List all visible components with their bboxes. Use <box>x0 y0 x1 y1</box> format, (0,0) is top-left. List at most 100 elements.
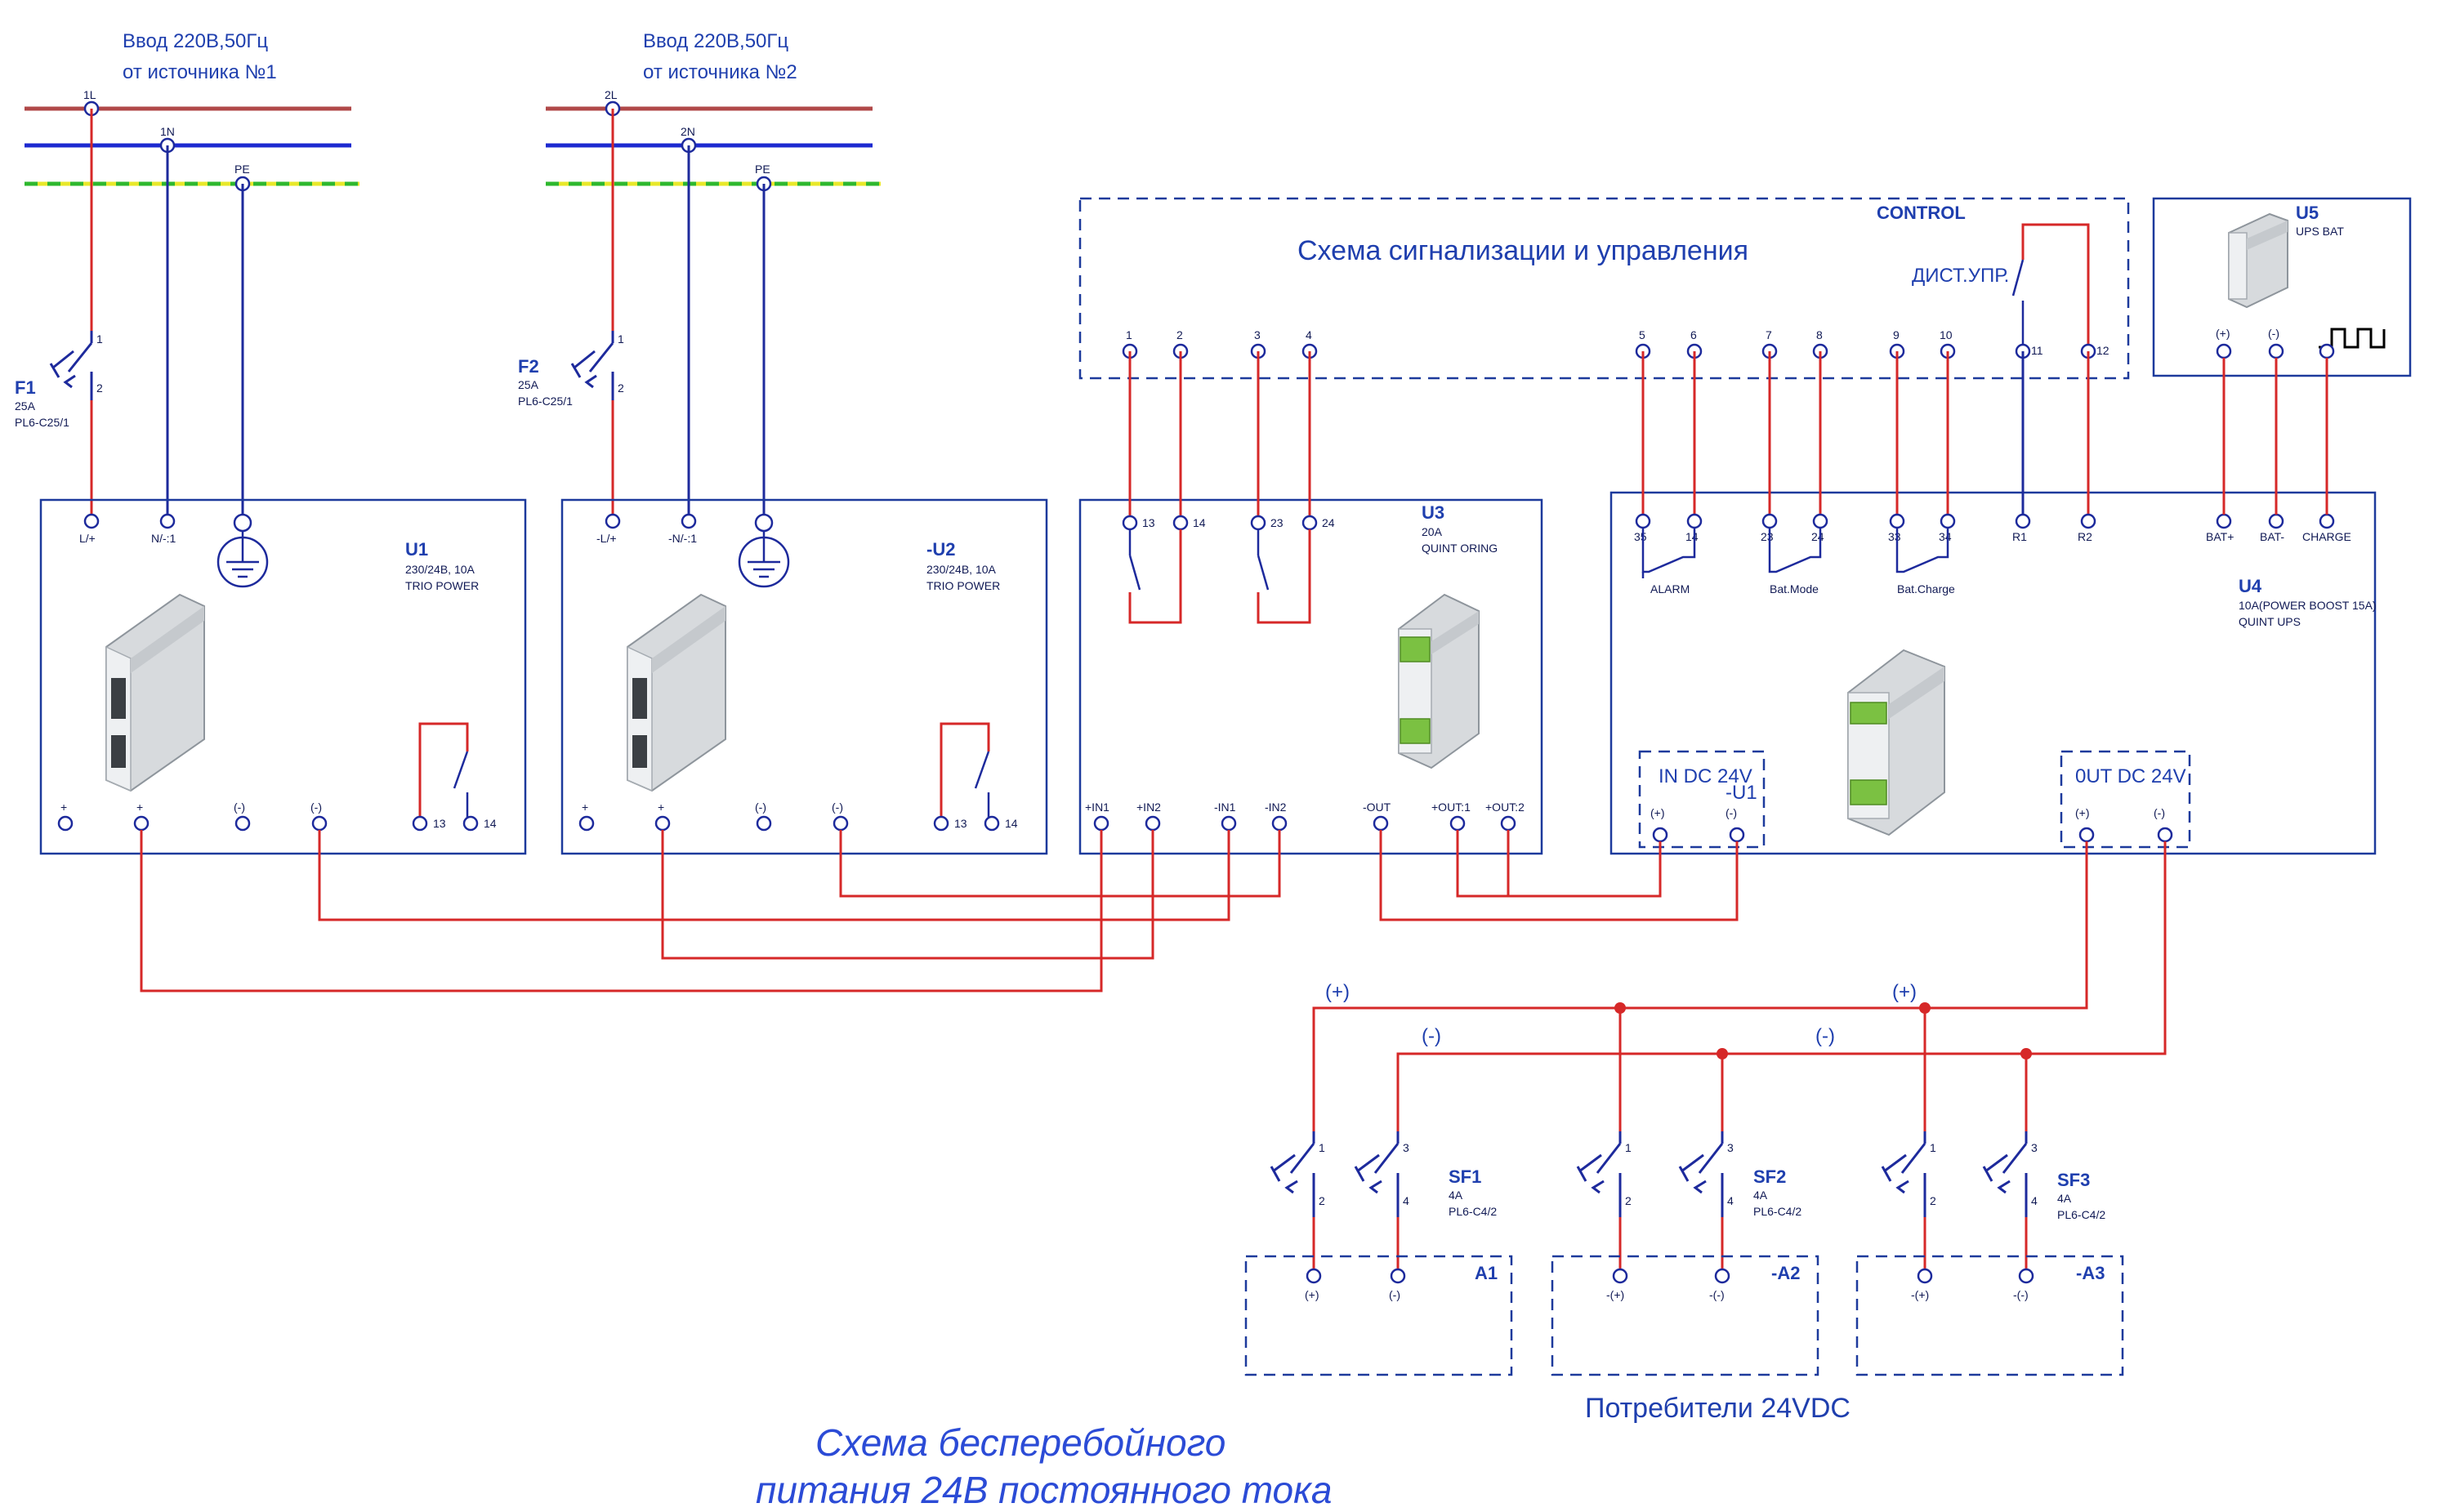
sf3-name: SF3 <box>2057 1170 2090 1190</box>
u3-term-13 <box>1122 515 1138 531</box>
u4-out-plus <box>2078 827 2095 843</box>
bus-1l-label: 1L <box>83 88 96 101</box>
ups-u4: 35 14 23 24 33 34 R1 R2 BAT+ BAT- CHARGE… <box>1609 351 2377 855</box>
u2-term-14-label: 14 <box>1005 817 1018 830</box>
u4-out-minus <box>2157 827 2173 843</box>
consumer-a1-plus-label: (+) <box>1305 1288 1319 1301</box>
u1-ground-icon <box>217 531 269 588</box>
u2-spec: 230/24В, 10А <box>926 563 997 576</box>
psu-u2: -L/+ -N/-:1 -U2 230/24В, 10А TRIO POWER … <box>560 498 1048 855</box>
u1-term-n-label: N/-:1 <box>151 532 176 545</box>
u5-charge-signal-icon <box>2319 328 2386 349</box>
breaker-f1: 1 2 F1 25A PL6-C25/1 <box>15 331 103 429</box>
control-block: CONTROL Схема сигнализации и управления … <box>1078 197 2130 380</box>
u4-in-plus-label: (+) <box>1650 806 1665 819</box>
u4-term-23 <box>1761 513 1778 529</box>
u3-term-in1-plus <box>1093 815 1109 832</box>
wire-out-minus-u4 <box>1379 830 1739 921</box>
breaker-sf3: 1 2 3 4 SF3 4A PL6-C4/2 <box>1881 1131 2105 1273</box>
junction-minus-1 <box>1717 1048 1728 1059</box>
u4-term-r2 <box>2080 513 2096 529</box>
breaker-f1-name: F1 <box>15 377 36 398</box>
u4-out-dc-frame <box>2060 750 2191 849</box>
u1-term-minus-2 <box>311 815 328 832</box>
control-term-10-label: 10 <box>1940 328 1953 341</box>
wire-u1-minus-in1 <box>318 830 1230 921</box>
sf1-pin-2: 2 <box>1319 1194 1325 1207</box>
u4-in-minus-label: (-) <box>1726 806 1737 819</box>
remote-control-switch <box>2011 223 2090 351</box>
consumer-a1-minus-label: (-) <box>1389 1288 1400 1301</box>
u4-term-charge <box>2319 513 2335 529</box>
u4-term-35 <box>1635 513 1651 529</box>
u4-in-minus <box>1729 827 1745 843</box>
sf2-pin-2: 2 <box>1625 1194 1632 1207</box>
control-term-7-label: 7 <box>1766 328 1772 341</box>
u3-term-in2-plus <box>1145 815 1161 832</box>
u2-term-13 <box>933 815 949 832</box>
sf1-pin-4: 4 <box>1403 1194 1409 1207</box>
diagram-title-line-2: питания 24В постоянного тока <box>756 1469 1332 1511</box>
consumer-a3-plus <box>1917 1268 1933 1284</box>
sf1-model: PL6-C4/2 <box>1449 1205 1497 1218</box>
u3-term-24-label: 24 <box>1322 516 1335 529</box>
sf3-pin-3: 3 <box>2031 1141 2038 1154</box>
consumer-a1: A1 (+) (-) <box>1244 1255 1513 1376</box>
u4-term-33 <box>1889 513 1905 529</box>
u4-term-24-label: 24 <box>1811 530 1824 543</box>
u4-relay-batmode-label: Bat.Mode <box>1770 582 1819 595</box>
u2-term-14 <box>984 815 1000 832</box>
bus-plus-label-1: (+) <box>1325 981 1350 1003</box>
battery-u5-frame <box>2152 197 2412 377</box>
consumer-a3-minus-label: -(-) <box>2013 1288 2029 1301</box>
u4-term-14 <box>1686 513 1703 529</box>
sf2-pin-3: 3 <box>1727 1141 1734 1154</box>
u1-term-minus-2-label: (-) <box>310 801 322 814</box>
u4-out-minus-label: (-) <box>2154 806 2165 819</box>
u1-model: TRIO POWER <box>405 579 479 592</box>
u2-term-13-label: 13 <box>954 817 967 830</box>
battery-u5: U5 UPS BAT (+) (-) <box>2152 197 2412 515</box>
u4-device-image <box>1847 649 1945 836</box>
control-term-6-label: 6 <box>1690 328 1697 341</box>
sf3-model: PL6-C4/2 <box>2057 1208 2105 1221</box>
sf3-pin-4: 4 <box>2031 1194 2038 1207</box>
u4-wires-from-control <box>1641 351 2090 521</box>
input-source-2: Ввод 220В,50Гц от источника №2 2L 2N PE <box>546 30 881 192</box>
u2-term-plus-2 <box>654 815 671 832</box>
u3-term-out-minus <box>1373 815 1389 832</box>
u2-term-n <box>681 513 697 529</box>
wire-bus-minus <box>1396 841 2167 1131</box>
u3-term-in2-plus-label: +IN2 <box>1136 801 1161 814</box>
u1-term-plus-2 <box>133 815 150 832</box>
sf2-pin-1: 1 <box>1625 1141 1632 1154</box>
control-term-5-label: 5 <box>1639 328 1645 341</box>
consumer-a2-plus <box>1612 1268 1628 1284</box>
control-term-2-label: 2 <box>1176 328 1183 341</box>
u2-device-image <box>627 593 726 792</box>
breaker-f1-pin-bottom: 2 <box>96 381 103 395</box>
consumer-a3-minus <box>2018 1268 2034 1284</box>
wire-bus-plus <box>1312 841 2088 1131</box>
input-2-subtitle: от источника №2 <box>643 61 797 83</box>
u2-term-l-label: -L/+ <box>596 532 617 545</box>
u4-term-14-label: 14 <box>1685 530 1699 543</box>
u4-in-dc-label: IN DC 24V <box>1659 765 1752 787</box>
wire-u1-plus-in1 <box>140 830 1103 992</box>
consumer-a2: -A2 -(+) -(-) <box>1551 1255 1819 1376</box>
u1-bottom-terminals: + + (-) (-) 13 14 <box>57 801 497 832</box>
consumer-a2-frame <box>1551 1255 1819 1376</box>
u1-term-l <box>83 513 100 529</box>
u3-term-out2-plus <box>1500 815 1516 832</box>
bus-plus-label-2: (+) <box>1892 981 1917 1003</box>
u3-term-14 <box>1172 515 1189 531</box>
consumer-a2-minus-label: -(-) <box>1709 1288 1725 1301</box>
sf2-name: SF2 <box>1753 1166 1786 1187</box>
u4-in-plus <box>1652 827 1668 843</box>
u3-device-image <box>1398 593 1480 769</box>
consumer-a1-frame <box>1244 1255 1513 1376</box>
u4-term-35-label: 35 <box>1634 530 1647 543</box>
control-term-4-label: 4 <box>1306 328 1312 341</box>
u2-term-plus-1 <box>578 815 595 832</box>
u3-term-in1-minus <box>1221 815 1237 832</box>
